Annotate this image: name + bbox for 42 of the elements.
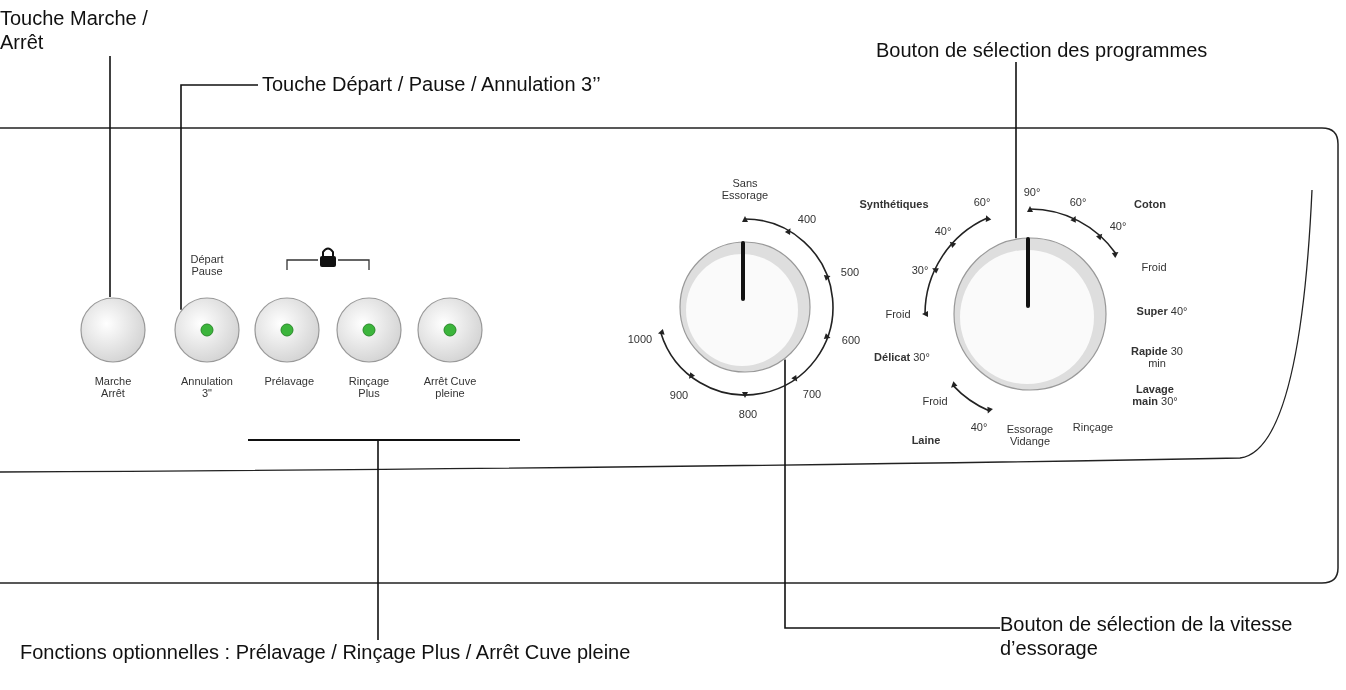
dial-marking: 60° [972, 195, 992, 209]
dial-marking: 40° [1108, 219, 1128, 233]
bracket-line [248, 439, 520, 441]
dial-marking: 30° [910, 263, 930, 277]
callout-text: Touche Marche / Arrêt [0, 6, 150, 54]
dial-marking: Super 40° [1135, 304, 1189, 318]
button-label: Marche Arrêt [93, 374, 133, 400]
dial-marking: 90° [1022, 185, 1042, 199]
dial-marking: 800 [737, 407, 759, 421]
dial-marking: Rapide 30 min [1130, 344, 1184, 370]
callout-text: Touche Départ / Pause / Annulation 3’’ [262, 72, 601, 96]
button-label: Départ Pause [189, 252, 225, 278]
dial-marking: 900 [668, 388, 690, 402]
leader-line [784, 358, 1001, 629]
button-label: Rinçage Plus [347, 374, 391, 400]
button-label: Arrêt Cuve pleine [422, 374, 478, 400]
callout-text: Bouton de sélection de la vitesse d’essorage [1000, 612, 1320, 660]
dial-marking: 40° [933, 224, 953, 238]
dial-marking: 600 [840, 333, 862, 347]
dial-marking: Rinçage [1071, 420, 1115, 434]
dial-marking: 400 [796, 212, 818, 226]
dial-marking: Coton [1133, 197, 1167, 211]
dial-marking: Froid [1140, 260, 1168, 274]
leader-line [377, 440, 379, 641]
callout-text: Fonctions optionnelles : Prélavage / Rinçage Plus / Arrêt Cuve pleine [20, 640, 631, 664]
leader-line [1015, 61, 1017, 240]
dial-marking: Synthétiques [858, 197, 930, 211]
leader-line [109, 55, 111, 298]
dial-marking: Délicat 30° [873, 350, 931, 364]
button-label: Annulation 3" [180, 374, 234, 400]
dial-marking: Froid [921, 394, 949, 408]
dial-marking: Essorage Vidange [1005, 422, 1055, 448]
dial-marking: Froid [884, 307, 912, 321]
leader-line [180, 84, 259, 311]
dial-marking: 500 [839, 265, 861, 279]
dial-marking: Laine [910, 433, 942, 447]
dial-marking: Sans Essorage [720, 176, 770, 202]
dial-marking: 1000 [626, 332, 654, 346]
dial-marking: 700 [801, 387, 823, 401]
callout-text: Bouton de sélection des programmes [876, 38, 1208, 62]
dial-marking: Lavage main 30° [1131, 382, 1179, 408]
dial-marking: 60° [1068, 195, 1088, 209]
